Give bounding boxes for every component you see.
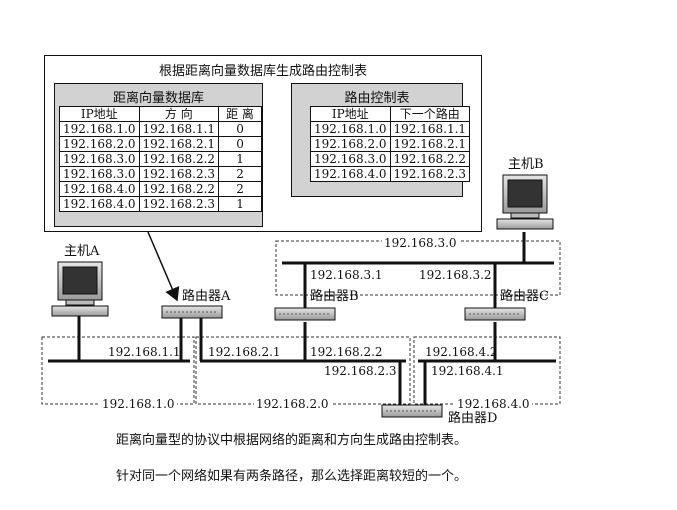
table-cell: 192.168.2.0 bbox=[59, 136, 140, 152]
router-c-icon bbox=[464, 307, 526, 321]
table-cell: 192.168.2.3 bbox=[138, 196, 220, 212]
table-cell: 192.168.4.0 bbox=[59, 181, 140, 197]
table-header-row: IP地址 方 向 距 离 bbox=[59, 106, 262, 122]
table-cell: 192.168.3.0 bbox=[310, 151, 391, 167]
description-line-2: 针对同一个网络如果有两条路径，那么选择距离较短的一个。 bbox=[116, 469, 468, 484]
table-header-row: IP地址 下一个路由 bbox=[310, 106, 471, 122]
table-cell: 192.168.2.1 bbox=[389, 136, 471, 152]
iface-d2-label: 192.168.2.3 bbox=[324, 364, 397, 378]
callout-title: 根据距离向量数据库生成路由控制表 bbox=[158, 64, 367, 79]
table-cell: 192.168.1.1 bbox=[389, 121, 471, 137]
table-cell: 192.168.1.0 bbox=[59, 121, 140, 137]
iface-a2-label: 192.168.2.1 bbox=[208, 345, 281, 359]
router-a-label: 路由器A bbox=[182, 289, 231, 304]
table-cell: 192.168.2.2 bbox=[138, 151, 220, 167]
table-cell: 0 bbox=[218, 121, 262, 137]
iface-c4-label: 192.168.4.2 bbox=[425, 345, 498, 359]
router-c-label: 路由器C bbox=[500, 289, 549, 304]
table-cell: 192.168.2.3 bbox=[389, 166, 471, 182]
table-cell: 192.168.4.0 bbox=[59, 196, 140, 212]
network-1-label: 192.168.1.0 bbox=[100, 397, 177, 411]
table-cell: 2 bbox=[218, 181, 262, 197]
table-cell: 0 bbox=[218, 136, 262, 152]
network-2-label: 192.168.2.0 bbox=[254, 397, 331, 411]
table-cell: 192.168.3.0 bbox=[59, 166, 140, 182]
column-header: IP地址 bbox=[59, 106, 140, 122]
description-line-1: 距离向量型的协议中根据网络的距离和方向生成路由控制表。 bbox=[116, 433, 468, 448]
network-3-label: 192.168.3.0 bbox=[382, 236, 459, 250]
iface-b3-label: 192.168.3.1 bbox=[310, 268, 383, 282]
callout-pointer-arrow bbox=[147, 231, 180, 302]
table-cell: 192.168.4.0 bbox=[310, 166, 391, 182]
router-a-icon bbox=[161, 305, 223, 319]
host-a-label: 主机A bbox=[64, 244, 100, 259]
distance-vector-title: 距离向量数据库 bbox=[112, 91, 204, 106]
routing-callout: 根据距离向量数据库生成路由控制表 距离向量数据库 IP地址 方 向 距 离 19… bbox=[44, 55, 482, 232]
router-b-icon bbox=[274, 307, 336, 321]
routing-table-title: 路由控制表 bbox=[344, 91, 410, 106]
iface-b2-label: 192.168.2.2 bbox=[310, 345, 383, 359]
host-b-icon bbox=[496, 174, 554, 230]
table-cell: 192.168.2.0 bbox=[310, 136, 391, 152]
table-cell: 192.168.2.2 bbox=[138, 181, 220, 197]
column-header: IP地址 bbox=[310, 106, 391, 122]
table-cell: 192.168.1.0 bbox=[310, 121, 391, 137]
column-header: 方 向 bbox=[138, 106, 220, 122]
router-d-icon bbox=[381, 404, 443, 418]
table-cell: 192.168.2.2 bbox=[389, 151, 471, 167]
column-header: 距 离 bbox=[218, 106, 262, 122]
table-cell: 192.168.3.0 bbox=[59, 151, 140, 167]
iface-a1-label: 192.168.1.1 bbox=[108, 345, 181, 359]
table-cell: 192.168.2.1 bbox=[138, 136, 220, 152]
column-header: 下一个路由 bbox=[389, 106, 471, 122]
network-4-label: 192.168.4.0 bbox=[455, 397, 532, 411]
host-b-label: 主机B bbox=[508, 157, 544, 172]
table-cell: 192.168.1.1 bbox=[138, 121, 220, 137]
iface-d4-label: 192.168.4.1 bbox=[431, 364, 504, 378]
iface-c3-label: 192.168.3.2 bbox=[419, 268, 492, 282]
table-cell: 1 bbox=[218, 196, 262, 212]
table-cell: 1 bbox=[218, 151, 262, 167]
router-b-label: 路由器B bbox=[310, 289, 359, 304]
router-d-label: 路由器D bbox=[448, 411, 498, 426]
table-cell: 2 bbox=[218, 166, 262, 182]
host-a-icon bbox=[51, 261, 109, 317]
table-cell: 192.168.2.3 bbox=[138, 166, 220, 182]
